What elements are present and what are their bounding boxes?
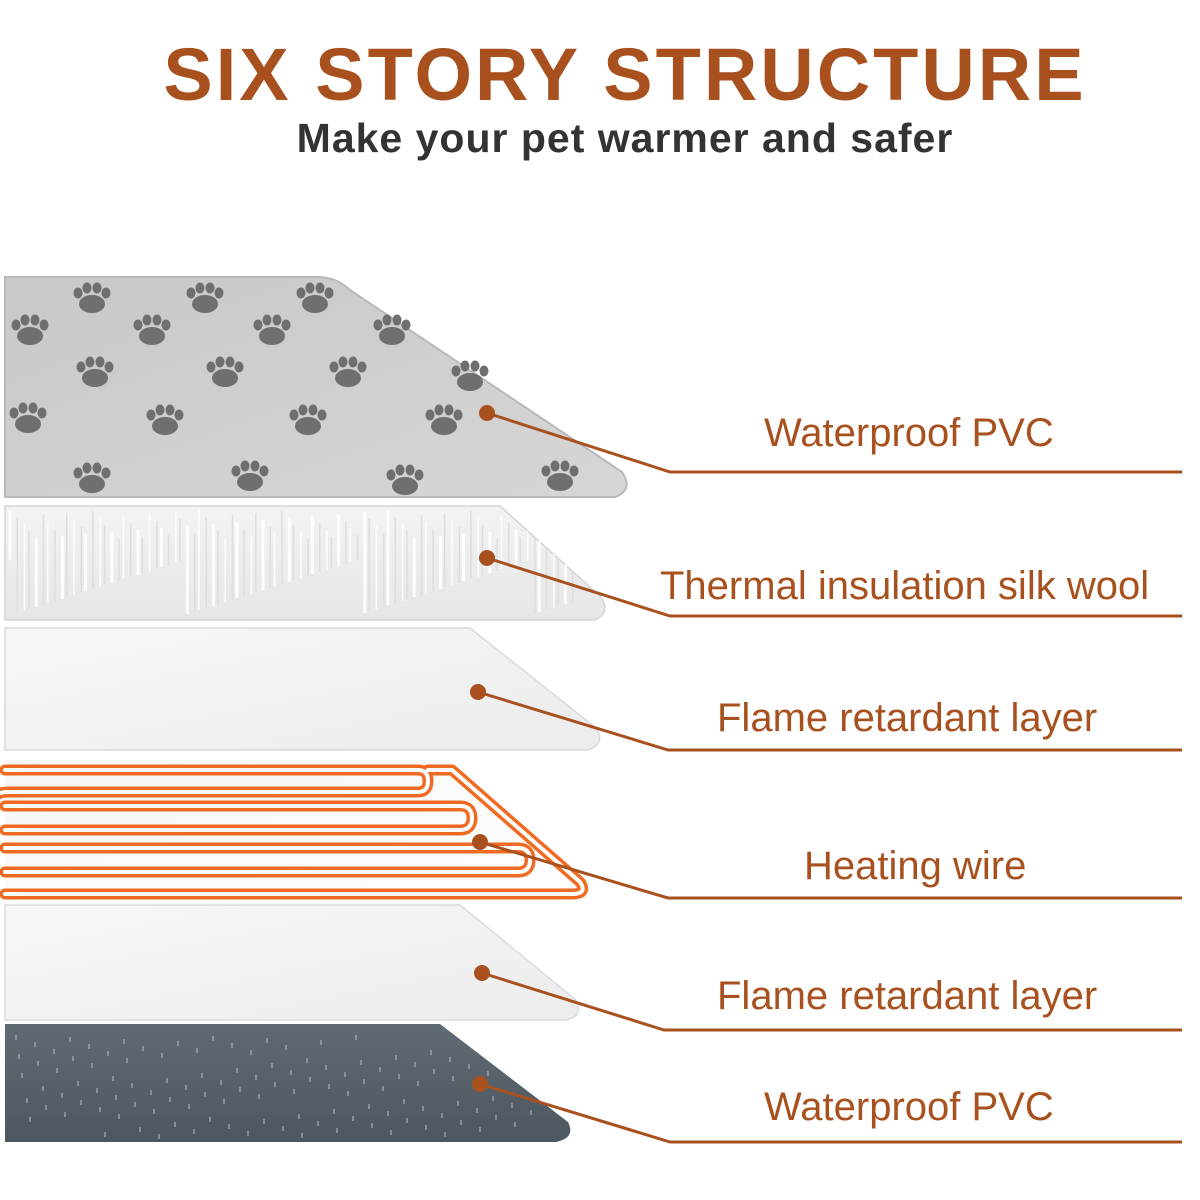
paw-print-icon	[289, 404, 327, 435]
paw-print-icon	[11, 314, 49, 345]
leader-line	[479, 840, 1182, 900]
paw-print-icon	[231, 460, 269, 491]
label-flame-retardant-lower: Flame retardant layer	[717, 974, 1098, 1018]
layer-thermal-insulation	[4, 505, 606, 621]
layer-waterproof-pvc-bottom	[5, 1024, 571, 1142]
leader-lines	[470, 405, 1182, 1144]
paw-print-icon	[373, 314, 411, 345]
paw-print-icon	[206, 356, 244, 387]
flame-retardant-sheet-lower	[4, 904, 580, 1021]
leader-line	[479, 1082, 1182, 1144]
paw-print-icon	[296, 282, 334, 313]
page-title: SIX STORY STRUCTURE	[163, 33, 1087, 116]
label-flame-retardant-upper: Flame retardant layer	[717, 696, 1098, 740]
paw-print-icon	[329, 356, 367, 387]
leader-dot	[479, 405, 495, 421]
heating-wire-coil	[0, 764, 589, 900]
label-thermal-insulation: Thermal insulation silk wool	[660, 564, 1150, 608]
paw-print-icon	[541, 460, 579, 491]
layer-waterproof-pvc-top	[4, 276, 628, 498]
paw-print-icon	[186, 282, 224, 313]
bottom-pvc-sheet	[5, 1024, 571, 1142]
paw-print-icon	[76, 356, 114, 387]
bottom-texture	[15, 1035, 532, 1139]
paw-print-icon	[253, 314, 291, 345]
label-waterproof-pvc-bottom: Waterproof PVC	[764, 1085, 1054, 1129]
leader-line	[481, 971, 1182, 1032]
page-subtitle: Make your pet warmer and safer	[296, 115, 954, 161]
paw-print-icon	[133, 314, 171, 345]
leader-dot	[472, 834, 488, 850]
paw-print-icon	[425, 404, 463, 435]
paw-print-icon	[73, 462, 111, 493]
leader-line	[486, 411, 1182, 474]
flame-retardant-sheet-upper	[4, 627, 601, 751]
paw-print-icon	[451, 360, 489, 391]
leader-dot	[470, 684, 486, 700]
leader-dot	[474, 965, 490, 981]
silk-wool-sheet	[4, 505, 606, 621]
leader-dot	[479, 550, 495, 566]
paw-print-icon	[73, 282, 111, 313]
layer-flame-retardant-upper	[4, 627, 601, 751]
layer-flame-retardant-lower	[4, 904, 580, 1021]
label-waterproof-pvc-top: Waterproof PVC	[764, 411, 1054, 455]
leader-line	[486, 556, 1182, 618]
paw-print-icon	[146, 404, 184, 435]
layer-heating-wire	[0, 760, 589, 900]
paw-print-icon	[386, 464, 424, 495]
label-heating-wire: Heating wire	[804, 844, 1027, 888]
leader-line	[477, 690, 1182, 752]
paw-print-pattern	[9, 282, 579, 495]
leader-dot	[472, 1076, 488, 1092]
paw-print-icon	[9, 402, 47, 433]
